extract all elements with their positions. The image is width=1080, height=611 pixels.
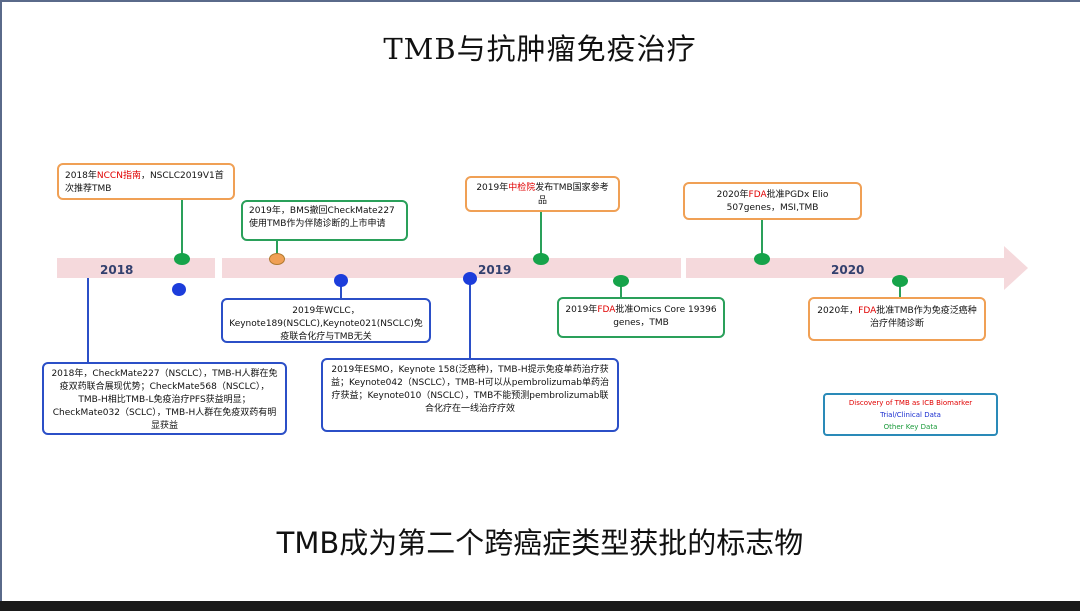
timeline-dot <box>613 275 629 287</box>
event-nccn-2018: 2018年NCCN指南，NSCLC2019V1首次推荐TMB <box>57 163 235 200</box>
timeline-dot <box>754 253 770 265</box>
connector-esmo <box>469 283 471 358</box>
event-pgdx-2020: 2020年FDA批准PGDx Elio 507genes，MSI,TMB <box>683 182 862 220</box>
event-text: 2019年，BMS撤回CheckMate227使用TMB作为伴随诊断的上市申请 <box>249 206 395 229</box>
event-text: 批准PGDx Elio 507genes，MSI,TMB <box>726 190 829 213</box>
connector-nifdc <box>540 212 542 258</box>
event-text: 2019年 <box>565 305 598 315</box>
year-label-2018: 2018 <box>100 263 134 277</box>
connector-bms <box>276 240 278 258</box>
slide-subtitle: TMB成为第二个跨癌症类型获批的标志物 <box>276 526 804 560</box>
highlight-text: FDA <box>858 306 877 316</box>
highlight-text: NCCN指南 <box>96 171 141 181</box>
event-text: 2019年 <box>476 183 509 193</box>
timeline-arrow-head <box>1004 246 1028 290</box>
connector-wclc <box>340 286 342 298</box>
event-text: 2020年 <box>716 190 749 200</box>
slide-title: TMB与抗肿瘤免疫治疗 <box>383 32 697 66</box>
highlight-text: FDA <box>748 190 767 200</box>
timeline-segment-1 <box>57 258 215 278</box>
timeline-dot <box>172 283 186 296</box>
connector-nccn <box>181 200 183 258</box>
connector-omics <box>620 285 622 297</box>
year-label-2020: 2020 <box>831 263 865 277</box>
event-text: 2020年， <box>817 306 859 316</box>
event-text: 批准TMB作为免疫泛癌种治疗伴随诊断 <box>869 306 977 329</box>
event-text: ，NSCLC2019V1首次推荐TMB <box>65 171 224 194</box>
event-text: 2018年，CheckMate227（NSCLC），TMB-H人群在免疫双药联合… <box>51 369 278 431</box>
event-esmo-2019: 2019年ESMO，Keynote 158(泛癌种)，TMB-H提示免疫单药治疗… <box>321 358 619 432</box>
connector-fda-2020 <box>899 285 901 297</box>
connector-pgdx <box>761 220 763 258</box>
highlight-text: 中检院 <box>508 183 536 193</box>
timeline-dot <box>334 274 348 287</box>
event-bms-2019: 2019年，BMS撤回CheckMate227使用TMB作为伴随诊断的上市申请 <box>241 200 408 241</box>
legend-item: Discovery of TMB as ICB Biomarker <box>848 399 973 407</box>
event-text: 批准Omics Core 19396 genes，TMB <box>613 305 717 328</box>
timeline-dot <box>892 275 908 287</box>
event-fda-2020: 2020年，FDA批准TMB作为免疫泛癌种治疗伴随诊断 <box>808 297 986 341</box>
connector-checkmate <box>87 278 89 362</box>
event-text: 2019年ESMO，Keynote 158(泛癌种)，TMB-H提示免疫单药治疗… <box>331 365 609 414</box>
event-text: 2019年WCLC，Keynote189(NSCLC),Keynote021(N… <box>229 306 423 342</box>
event-nifdc-2019: 2019年中检院发布TMB国家参考品 <box>465 176 620 212</box>
timeline-dot <box>533 253 549 265</box>
legend-item: Trial/Clinical Data <box>880 411 941 419</box>
event-wclc-2019: 2019年WCLC，Keynote189(NSCLC),Keynote021(N… <box>221 298 431 343</box>
event-checkmate-2018: 2018年，CheckMate227（NSCLC），TMB-H人群在免疫双药联合… <box>42 362 287 435</box>
timeline-segment-2 <box>222 258 681 278</box>
event-text: 2018年 <box>65 171 97 181</box>
legend-item: Other Key Data <box>883 423 938 431</box>
slide-bottom-bar <box>0 601 1080 611</box>
year-label-2019: 2019 <box>478 263 512 277</box>
timeline-dot <box>463 272 477 285</box>
event-omics-2019: 2019年FDA批准Omics Core 19396 genes，TMB <box>557 297 725 338</box>
highlight-text: FDA <box>597 305 616 315</box>
timeline-dot <box>269 253 285 265</box>
event-text: 发布TMB国家参考品 <box>535 183 609 206</box>
legend-box: Discovery of TMB as ICB Biomarker Trial/… <box>823 393 998 436</box>
timeline-dot <box>174 253 190 265</box>
